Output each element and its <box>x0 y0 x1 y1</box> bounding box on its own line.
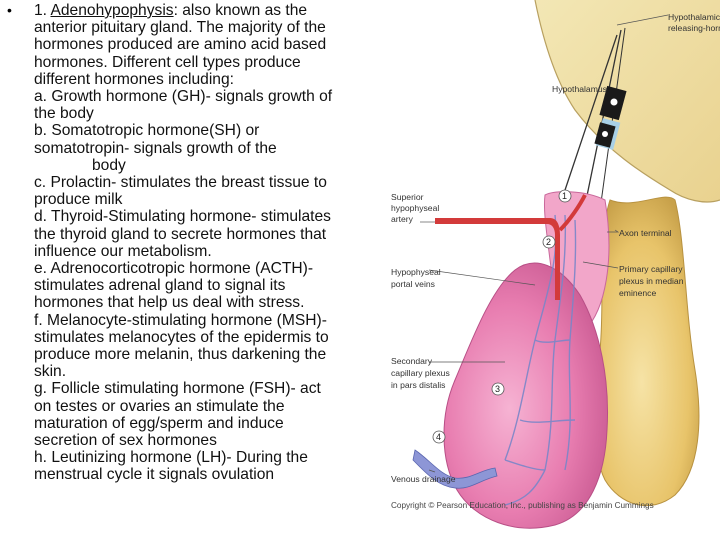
text-line: hormones produced are amino acid based <box>34 36 327 54</box>
anterior-pituitary <box>443 262 608 529</box>
neuron-nucleus <box>610 98 618 106</box>
text-line: h. Leutinizing hormone (LH)- During the <box>34 449 308 467</box>
text-line: produce more melanin, thus darkening the <box>34 346 327 364</box>
bullet-marker: • <box>7 2 12 18</box>
neuron-tract <box>599 27 626 211</box>
text-line: influence our metabolism. <box>34 242 212 260</box>
step-number-2: 2 <box>546 237 551 247</box>
text-line: menstrual cycle it signals ovulation <box>34 466 275 484</box>
label-primary-capillary: Primary capillary <box>619 264 683 274</box>
label-hypothalamic-neuron: Hypothalamic neur <box>668 12 720 22</box>
label-primary-capillary-2: plexus in median <box>619 276 684 286</box>
label-hypothalamus: Hypothalamus <box>552 84 607 94</box>
text-line: body <box>92 156 126 174</box>
text-line: d. Thyroid-Stimulating hormone- stimulat… <box>34 208 331 226</box>
step-markers: 1 2 3 4 <box>432 189 572 444</box>
text-line: maturation of egg/sperm and induce <box>34 414 284 432</box>
pituitary-diagram: 1 2 3 4 Hypothalamic neur releasing-horm… <box>391 0 720 529</box>
text-line: anterior pituitary gland. The majority o… <box>34 19 326 37</box>
text-line: b. Somatotropic hormone(SH) or <box>34 122 260 140</box>
copyright-notice: Copyright © Pearson Education, Inc., pub… <box>391 501 654 510</box>
text-line: a. Growth hormone (GH)- signals growth o… <box>34 88 333 106</box>
text-line: produce milk <box>34 191 123 209</box>
text-line: different hormones including: <box>34 70 234 88</box>
body-text: 1. Adenohypophysis: also known as the an… <box>34 2 384 484</box>
text-line: g. Follicle stimulating hormone (FSH)- a… <box>34 380 321 398</box>
step-marker-1 <box>558 189 572 203</box>
text-line: f. Melanocyte-stimulating hormone (MSH)- <box>34 311 327 329</box>
label-secondary-capillary-2: capillary plexus <box>391 368 450 378</box>
term-adenohypophysis: Adenohypophysis <box>50 2 174 19</box>
label-venous-drainage: Venous drainage <box>391 474 456 484</box>
text-line: stimulates adrenal gland to signal its <box>34 277 286 295</box>
text-line: the thyroid gland to secrete hormones th… <box>34 225 327 243</box>
text-line: secretion of sex hormones <box>34 432 217 450</box>
text-line: skin. <box>34 363 67 381</box>
label-primary-capillary-3: eminence <box>619 288 656 298</box>
label-superior-hypophyseal: Superior <box>391 192 424 202</box>
label-secondary-capillary-3: in pars distalis <box>391 380 445 390</box>
step-number-3: 3 <box>495 384 500 394</box>
posterior-pituitary <box>594 196 700 507</box>
neuron-nucleus <box>602 131 608 137</box>
artery-branch <box>558 194 587 232</box>
label-secondary-capillary: Secondary <box>391 356 433 366</box>
text-line: c. Prolactin- stimulates the breast tiss… <box>34 174 327 192</box>
capillary-network <box>434 214 577 506</box>
step-marker-4 <box>432 430 446 444</box>
label-hypophyseal-portal-2: portal veins <box>391 279 435 289</box>
label-axon-terminal: Axon terminal <box>619 228 672 238</box>
label-hypophyseal-portal: Hypophyseal <box>391 267 441 277</box>
step-number-4: 4 <box>436 432 441 442</box>
step-marker-3 <box>491 382 505 396</box>
text-line: 1. Adenohypophysis: also known as the <box>34 2 384 19</box>
text-line: the body <box>34 105 94 123</box>
text-line: somatotropin- signals growth of the <box>34 139 277 157</box>
label-superior-hypophyseal-2: hypophyseal <box>391 203 439 213</box>
leader-lines <box>420 14 669 473</box>
text-line: on testes or ovaries an stimulate the <box>34 397 285 415</box>
term-definition-start: : also known as the <box>173 2 308 19</box>
hypothalamus-shape <box>535 0 720 202</box>
step-number-1: 1 <box>562 191 567 201</box>
label-superior-hypophyseal-3: artery <box>391 214 414 224</box>
step-marker-2 <box>542 235 556 249</box>
neuron-tract <box>559 34 618 206</box>
text-line: hormones. Different cell types produce <box>34 53 301 71</box>
text-line: e. Adrenocorticotropic hormone (ACTH)- <box>34 260 314 278</box>
venous-drainage-vessel <box>412 449 498 489</box>
list-number: 1. <box>34 2 51 19</box>
text-line: stimulates melanocytes of the epidermis … <box>34 328 329 346</box>
text-line: hormones that help us deal with stress. <box>34 294 305 312</box>
label-hypothalamic-neuron-2: releasing-hormone <box>668 23 720 33</box>
